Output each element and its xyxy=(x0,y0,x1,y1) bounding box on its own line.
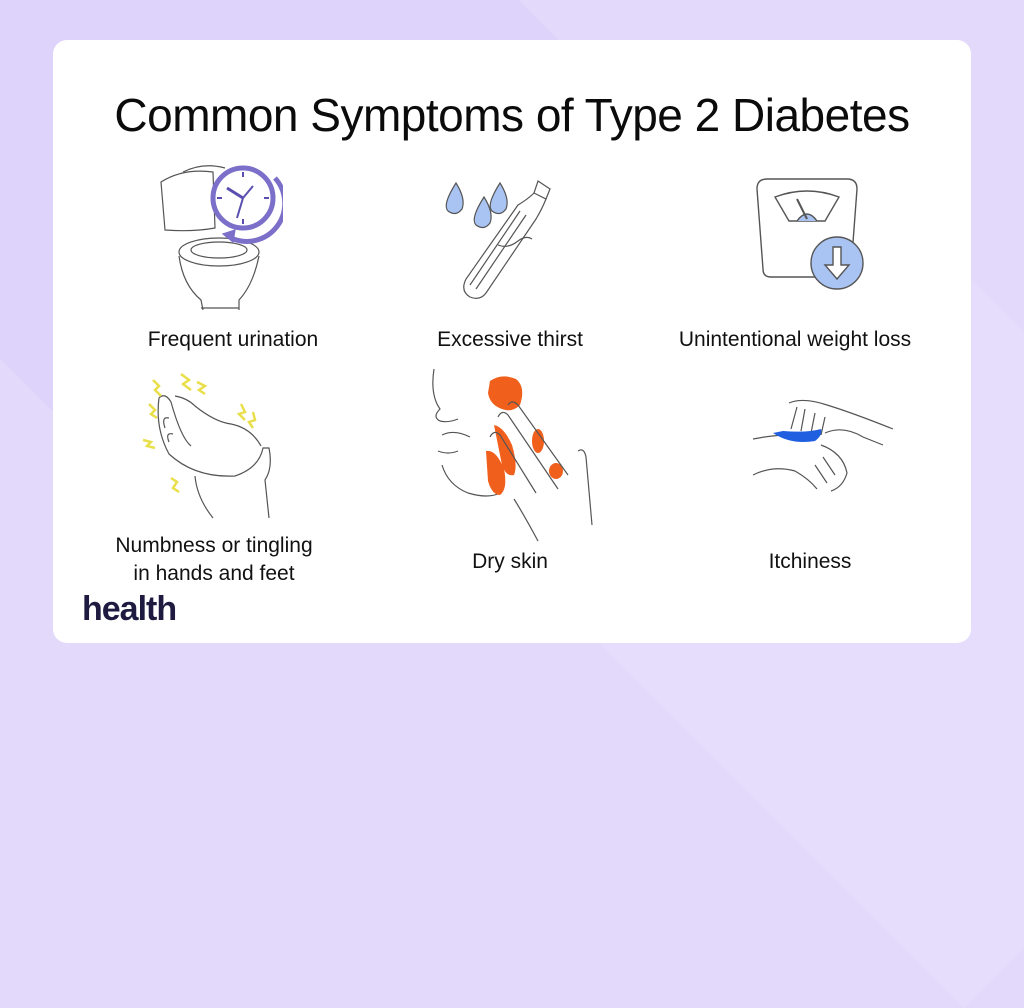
scratching-arm-icon xyxy=(743,395,903,500)
dry-skin-face-icon xyxy=(428,365,598,550)
symptom-label: Numbness or tingling in hands and feet xyxy=(115,534,313,585)
brand-logo: health xyxy=(82,590,177,628)
tingling-hand-icon xyxy=(135,368,295,533)
symptom-label: Itchiness xyxy=(768,550,852,573)
infographic-card: Common Symptoms of Type 2 Diabetes Frequ… xyxy=(53,40,971,643)
scale-down-arrow-icon xyxy=(753,175,873,300)
symptom-label: Frequent urination xyxy=(147,328,319,351)
symptom-label: Unintentional weight loss xyxy=(678,328,912,351)
symptom-label: Dry skin xyxy=(472,550,548,573)
symptom-label: Excessive thirst xyxy=(437,328,583,351)
toilet-clock-icon xyxy=(153,160,288,315)
page-title: Common Symptoms of Type 2 Diabetes xyxy=(114,89,910,141)
water-bottle-drops-icon xyxy=(438,175,558,310)
